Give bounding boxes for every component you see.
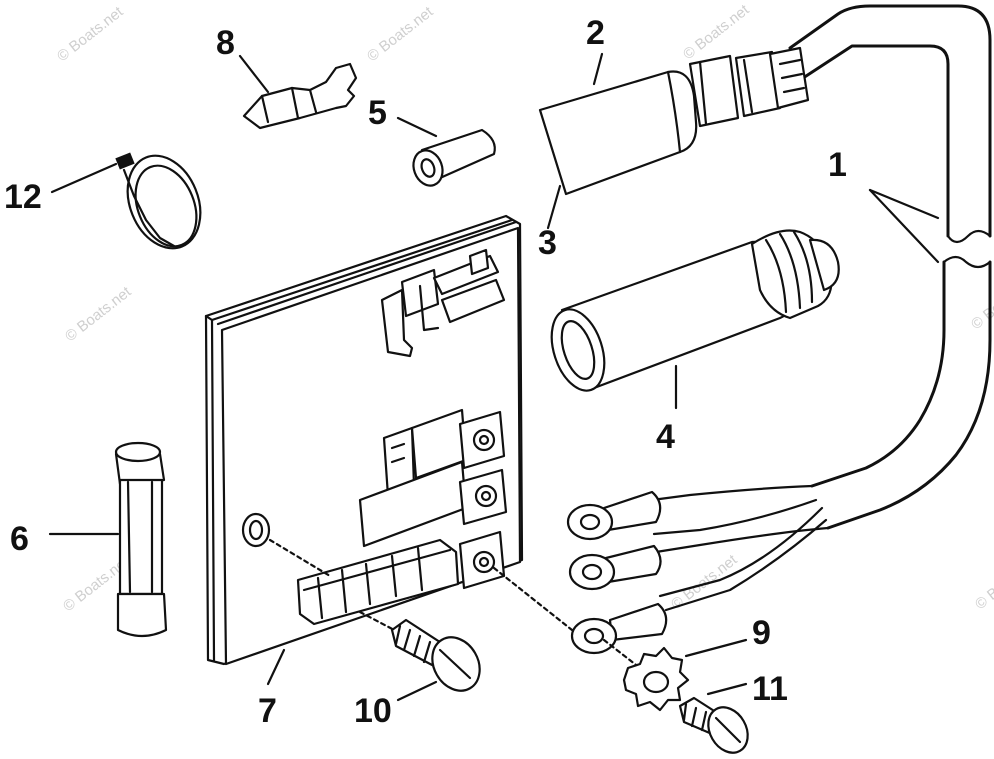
callout-9: 9 — [752, 614, 771, 652]
spade-terminal — [238, 54, 358, 130]
ring-terminal — [566, 490, 662, 541]
rubber-boot — [550, 229, 840, 410]
watermark: © Boats.net — [680, 1, 753, 63]
watermark: © Boats.net — [62, 283, 135, 345]
callout-6: 6 — [10, 520, 29, 558]
callout-12: 12 — [4, 178, 42, 216]
callout-11: 11 — [752, 670, 788, 708]
screw-large — [390, 618, 481, 702]
fuse — [48, 441, 168, 638]
terminal-tab — [458, 468, 508, 526]
ring-terminal — [570, 602, 668, 655]
callout-3: 3 — [538, 224, 557, 262]
fuse-holder-board — [204, 214, 642, 686]
terminal-tab — [458, 530, 506, 590]
watermark: © Boats.net — [54, 3, 127, 65]
callout-2: 2 — [586, 14, 605, 52]
watermark: © Boats.net — [668, 551, 741, 613]
watermarks: © Boats.net © Boats.net © Boats.net © Bo… — [54, 1, 994, 615]
callout-7: 7 — [258, 692, 277, 730]
callout-labels: 1 2 3 4 5 6 7 8 9 10 11 12 — [4, 14, 847, 730]
ring-terminal — [568, 544, 662, 591]
cable-harness — [566, 4, 992, 655]
watermark: © Boats.net — [364, 3, 437, 65]
callout-1: 1 — [828, 146, 847, 184]
terminal-tab — [458, 410, 506, 470]
plug-connector — [538, 46, 810, 196]
callout-10: 10 — [354, 692, 392, 730]
lock-washer — [622, 638, 748, 712]
screw-small — [678, 682, 749, 754]
callout-4: 4 — [656, 418, 675, 456]
callout-8: 8 — [216, 24, 235, 62]
cable-tie — [50, 152, 202, 250]
sleeve — [396, 116, 496, 187]
callout-5: 5 — [368, 94, 387, 132]
watermark: © Boats.net — [972, 551, 994, 613]
